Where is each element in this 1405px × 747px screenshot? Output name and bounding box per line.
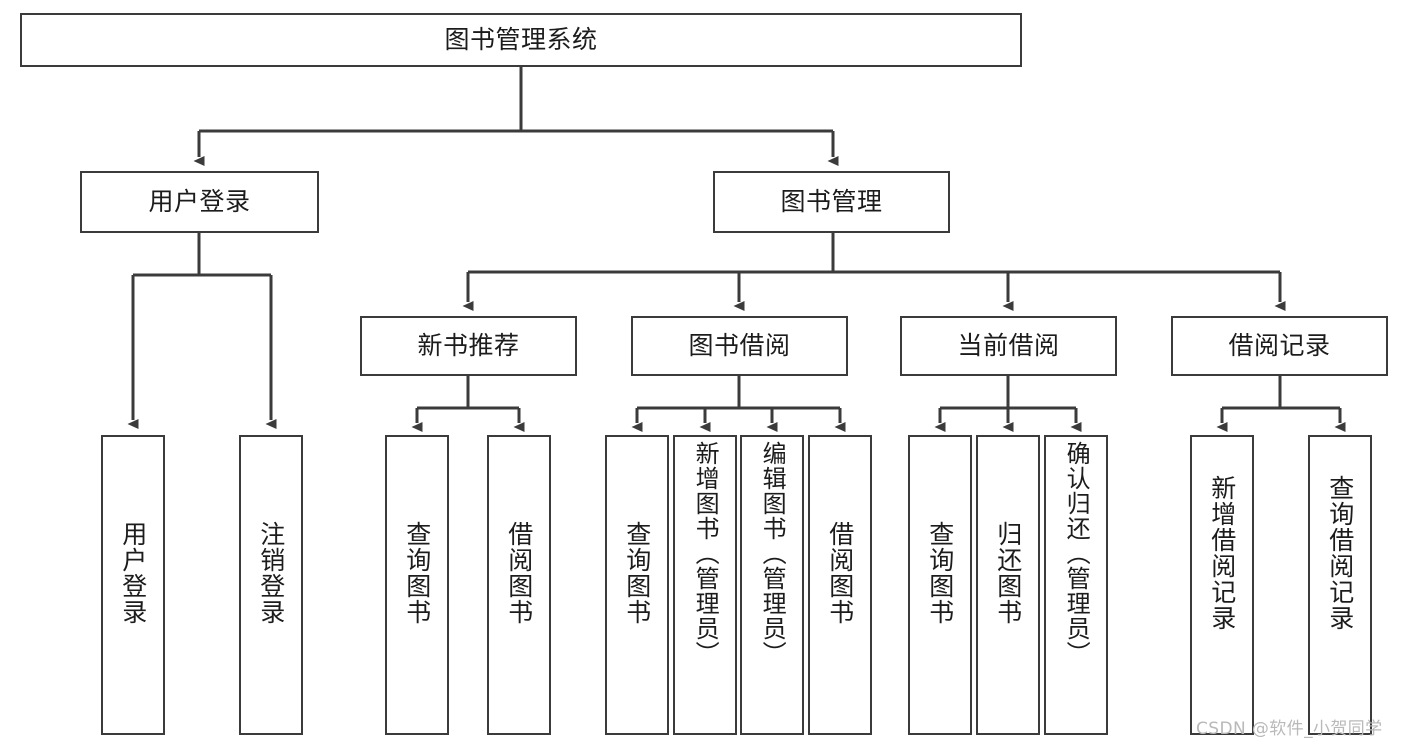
node-leaf-confirm-return[interactable]: 确认归还（管理员）: [1044, 435, 1108, 735]
node-book-borrow[interactable]: 图书借阅: [631, 316, 848, 376]
node-new-book-rec[interactable]: 新书推荐: [360, 316, 577, 376]
node-leaf-logout-label: 注销登录: [256, 521, 286, 625]
node-leaf-confirm-return-label: 确认归还（管理员）: [1062, 441, 1091, 666]
node-leaf-add-record-label: 新增借阅记录: [1207, 475, 1237, 631]
node-leaf-add-record[interactable]: 新增借阅记录: [1190, 435, 1254, 735]
node-leaf-query-book-1[interactable]: 查询图书: [385, 435, 449, 735]
node-leaf-add-book[interactable]: 新增图书（管理员）: [673, 435, 737, 735]
node-borrow-record-label: 借阅记录: [1228, 330, 1331, 360]
node-leaf-return-book-label: 归还图书: [993, 521, 1023, 625]
node-borrow-record[interactable]: 借阅记录: [1171, 316, 1388, 376]
node-book-borrow-label: 图书借阅: [688, 330, 791, 360]
node-leaf-query-record-label: 查询借阅记录: [1325, 475, 1355, 631]
node-leaf-logout[interactable]: 注销登录: [239, 435, 303, 735]
node-root-label: 图书管理系统: [444, 24, 598, 54]
node-leaf-query-book-3-label: 查询图书: [925, 521, 955, 625]
node-book-manage[interactable]: 图书管理: [713, 171, 950, 233]
node-leaf-query-book-2[interactable]: 查询图书: [605, 435, 669, 735]
node-leaf-return-book[interactable]: 归还图书: [976, 435, 1040, 735]
node-leaf-edit-book[interactable]: 编辑图书（管理员）: [740, 435, 804, 735]
node-current-borrow[interactable]: 当前借阅: [900, 316, 1117, 376]
node-leaf-query-book-1-label: 查询图书: [402, 521, 432, 625]
node-leaf-query-book-3[interactable]: 查询图书: [908, 435, 972, 735]
node-leaf-borrow-book-1[interactable]: 借阅图书: [487, 435, 551, 735]
node-root[interactable]: 图书管理系统: [20, 13, 1022, 67]
node-new-book-rec-label: 新书推荐: [417, 330, 520, 360]
node-user-login[interactable]: 用户登录: [80, 171, 319, 233]
node-user-login-label: 用户登录: [148, 186, 251, 216]
node-leaf-add-book-label: 新增图书（管理员）: [691, 441, 720, 666]
node-leaf-user-login-label: 用户登录: [118, 521, 148, 625]
node-leaf-borrow-book-1-label: 借阅图书: [504, 521, 534, 625]
node-leaf-query-record[interactable]: 查询借阅记录: [1308, 435, 1372, 735]
node-leaf-query-book-2-label: 查询图书: [622, 521, 652, 625]
node-book-manage-label: 图书管理: [780, 186, 883, 216]
node-leaf-borrow-book-2[interactable]: 借阅图书: [808, 435, 872, 735]
node-current-borrow-label: 当前借阅: [957, 330, 1060, 360]
node-leaf-edit-book-label: 编辑图书（管理员）: [758, 441, 787, 666]
node-leaf-user-login[interactable]: 用户登录: [101, 435, 165, 735]
node-leaf-borrow-book-2-label: 借阅图书: [825, 521, 855, 625]
csdn-watermark: CSDN @软件_小贺同学: [1196, 719, 1383, 739]
